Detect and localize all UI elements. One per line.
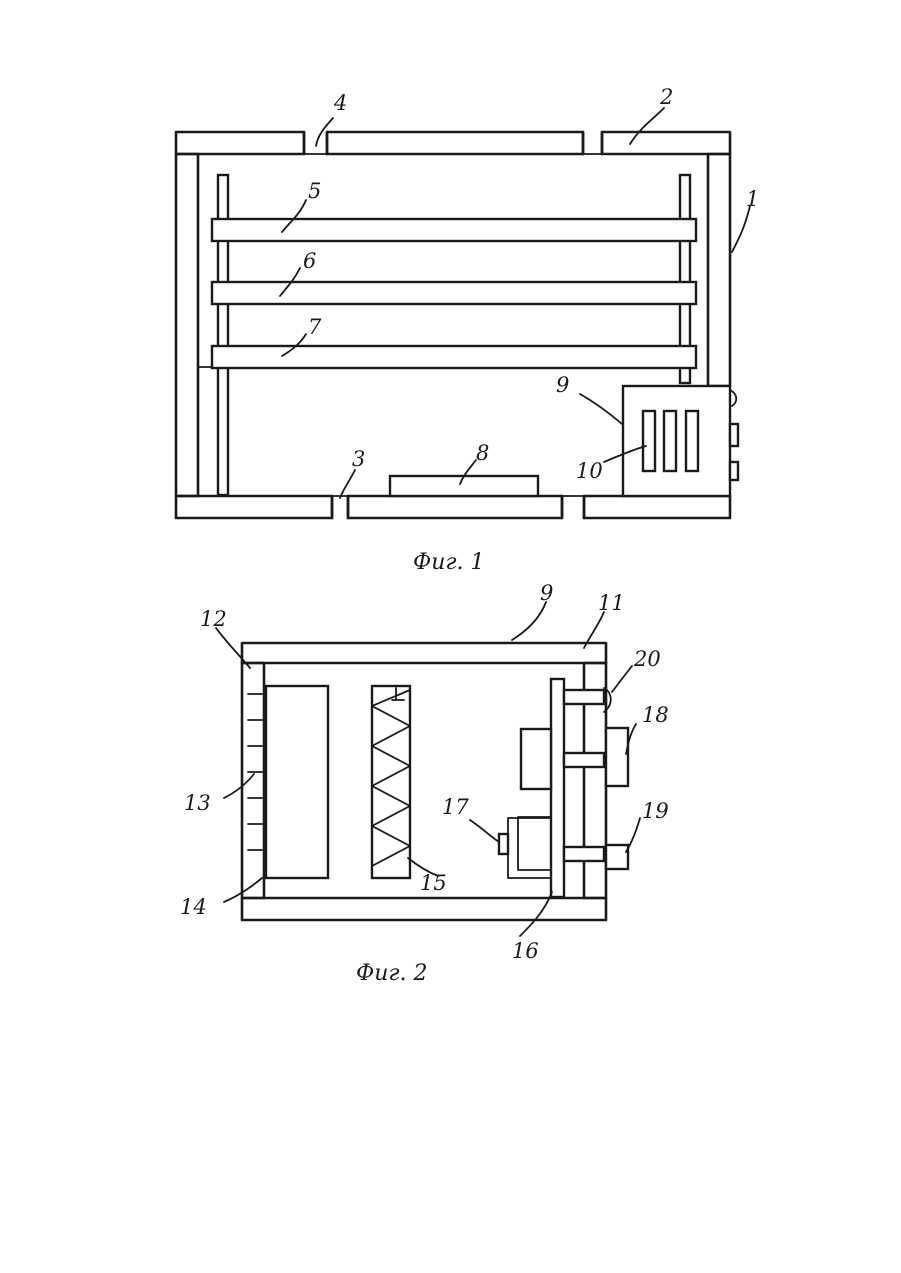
label-13: 13: [184, 791, 211, 815]
wall-ticks-13: [248, 694, 262, 850]
label-3: 3: [352, 447, 365, 471]
connector-19: [606, 845, 628, 869]
label-6: 6: [303, 249, 316, 273]
label-12: 12: [200, 607, 227, 631]
plate-10c: [686, 411, 698, 471]
caption-fig2: Фиг. 2: [356, 961, 428, 986]
caption-fig1: Фиг. 1: [413, 550, 485, 575]
plate-10b: [664, 411, 676, 471]
label-10: 10: [576, 459, 603, 483]
sensor-17: [499, 817, 551, 878]
connector-18: [606, 728, 628, 786]
label-16: 16: [512, 939, 539, 963]
label-17: 17: [442, 795, 469, 819]
label-11: 11: [598, 591, 625, 615]
label-9-fig2: 9: [540, 581, 553, 605]
module-block: [521, 729, 551, 789]
label-18: 18: [642, 703, 669, 727]
shelf-7: [212, 346, 696, 368]
label-5: 5: [308, 179, 321, 203]
shelf-6: [212, 282, 696, 304]
board-16: [551, 679, 564, 897]
element-14: [266, 686, 328, 878]
label-15: 15: [420, 871, 447, 895]
label-9: 9: [556, 373, 569, 397]
label-1: 1: [746, 187, 759, 211]
label-20: 20: [633, 647, 661, 671]
label-7: 7: [308, 315, 322, 339]
heater-15: [372, 686, 410, 878]
label-19: 19: [642, 799, 669, 823]
figure-2: 9 11 12 20 18 13 17 19 15 14 16 Фиг. 2: [180, 581, 669, 986]
heater-plate-8: [390, 476, 538, 496]
shelves: [212, 219, 696, 368]
control-block-9: [623, 386, 738, 496]
figure-1: 4 2 1 5 6 7 8 3 9 10 Фиг. 1: [176, 85, 759, 575]
label-8: 8: [476, 441, 489, 465]
plate-10a: [643, 411, 655, 471]
label-2: 2: [659, 85, 673, 109]
label-14: 14: [180, 895, 207, 919]
label-4: 4: [333, 91, 347, 115]
